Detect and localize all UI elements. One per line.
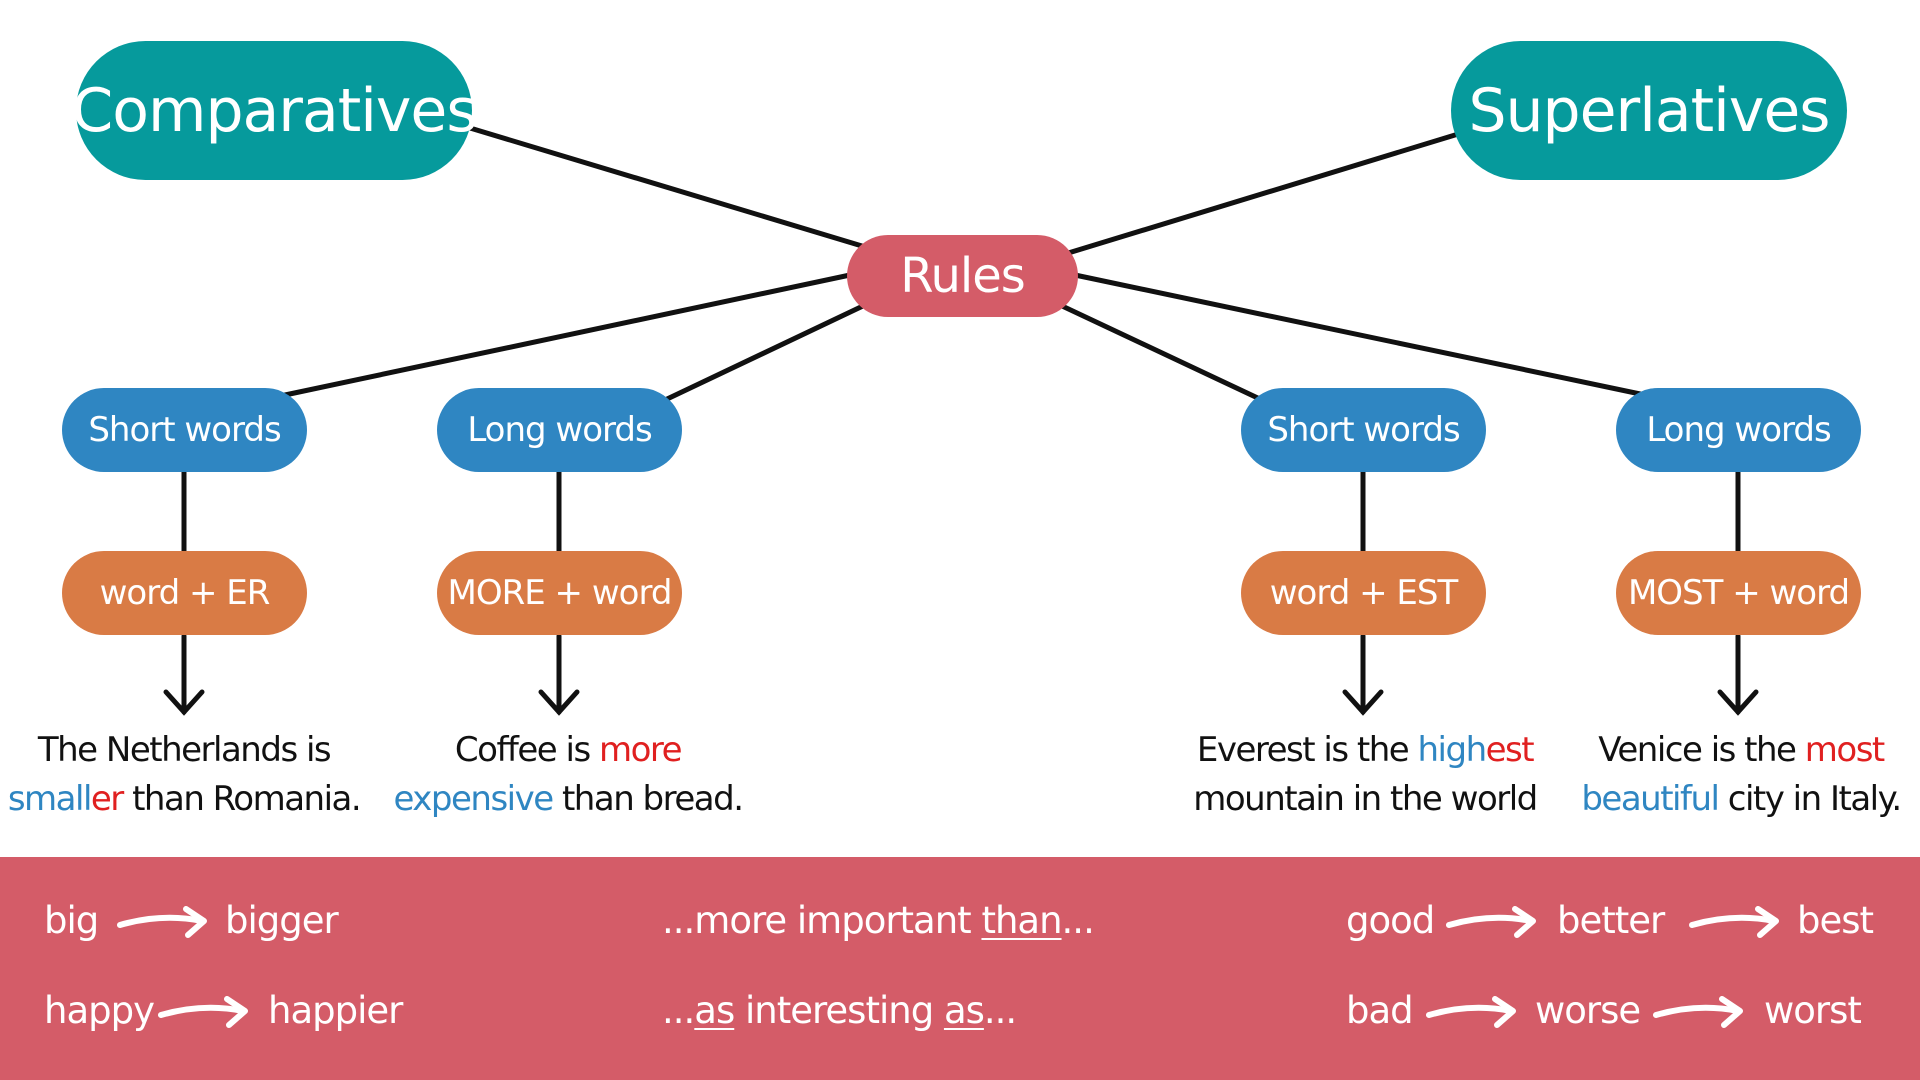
- example-adjective: expensive: [393, 779, 554, 819]
- comparatives-node: Comparatives: [71, 41, 478, 180]
- comp-long-rule-node: MORE + word: [437, 551, 682, 635]
- connector-rules-comp-short: [282, 272, 853, 398]
- phrase-text: ...: [662, 989, 695, 1032]
- phrase-keyword: than: [981, 899, 1062, 942]
- arrow-right-icon: [1689, 906, 1779, 938]
- arrow-right-icon: [1446, 906, 1536, 938]
- example-suffix: est: [1485, 730, 1535, 770]
- phrase-more-important-than: ...more important than...: [662, 899, 1095, 943]
- sup-long-rule-node: MOST + word: [1616, 551, 1861, 635]
- word-worst: worst: [1764, 989, 1862, 1032]
- example-text: Everest is the: [1196, 730, 1418, 770]
- phrase-text: interesting: [734, 989, 944, 1032]
- word-good: good: [1346, 899, 1435, 942]
- word-bigger: bigger: [225, 899, 339, 942]
- word-happy: happy: [44, 989, 155, 1032]
- arrow-right-icon: [158, 996, 248, 1028]
- comp-short-rule-node: word + ER: [62, 551, 307, 635]
- example-modifier: most: [1804, 730, 1885, 770]
- sup-short-words-node: Short words: [1241, 388, 1486, 472]
- phrase-as-interesting-as: ...as interesting as...: [662, 989, 1017, 1033]
- sup-short-rule-node: word + EST: [1241, 551, 1486, 635]
- arrowhead-comp-long: [538, 689, 580, 716]
- word-better: better: [1557, 899, 1665, 942]
- connector-rules-sup-long: [1072, 272, 1648, 398]
- comp-long-words-node: Long words: [437, 388, 682, 472]
- connector-rules-sup-short: [1057, 302, 1265, 403]
- example-suffix: er: [90, 779, 124, 819]
- arrow-right-icon: [1426, 996, 1516, 1028]
- arrowhead-comp-short: [163, 689, 205, 716]
- example-text: mountain in the world: [1193, 779, 1538, 819]
- comp-long-example: Coffee is more expensive than bread.: [368, 726, 768, 824]
- word-big: big: [44, 899, 99, 942]
- sup-short-example: Everest is the highest mountain in the wo…: [1165, 726, 1565, 824]
- connector-rules-comp-long: [662, 302, 868, 403]
- example-text: city in Italy.: [1718, 779, 1902, 819]
- example-text: The Netherlands is: [37, 730, 332, 770]
- phrase-keyword: as: [694, 989, 735, 1032]
- arrow-right-icon: [117, 906, 207, 938]
- arrowhead-sup-long: [1717, 689, 1759, 716]
- phrase-text: ...: [1061, 899, 1095, 942]
- superlatives-node: Superlatives: [1451, 41, 1847, 180]
- word-best: best: [1797, 899, 1874, 942]
- word-happier: happier: [268, 989, 403, 1032]
- comp-short-words-node: Short words: [62, 388, 307, 472]
- example-modifier: more: [599, 730, 683, 770]
- arrowhead-sup-short: [1342, 689, 1384, 716]
- comp-short-example: The Netherlands is smaller than Romania.: [0, 726, 384, 824]
- phrase-text: ...: [983, 989, 1017, 1032]
- example-text: Coffee is: [454, 730, 599, 770]
- sup-long-example: Venice is the most beautiful city in Ital…: [1541, 726, 1920, 824]
- connector-comparatives-rules: [467, 125, 865, 249]
- example-adjective: beautiful: [1581, 779, 1720, 819]
- example-text: Venice is the: [1598, 730, 1805, 770]
- rules-node: Rules: [847, 235, 1078, 317]
- word-worse: worse: [1535, 989, 1641, 1032]
- example-stem: small: [7, 779, 93, 819]
- example-text: than Romania.: [122, 779, 362, 819]
- phrase-keyword: as: [943, 989, 985, 1032]
- examples-banner: big bigger happy happier ...more importa…: [0, 857, 1920, 1080]
- word-bad: bad: [1346, 989, 1414, 1032]
- example-stem: high: [1417, 730, 1488, 770]
- sup-long-words-node: Long words: [1616, 388, 1861, 472]
- connector-superlatives-rules: [1062, 132, 1458, 257]
- example-text: than bread.: [552, 779, 744, 819]
- arrow-right-icon: [1653, 996, 1743, 1028]
- phrase-text: ...more important: [662, 899, 982, 942]
